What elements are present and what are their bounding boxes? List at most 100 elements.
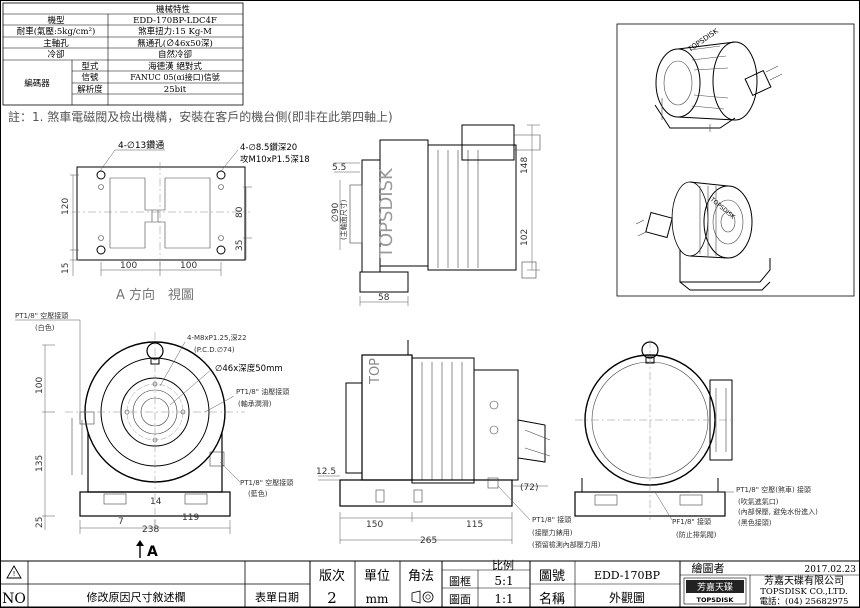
rear-sub2: (內部保壓, 避免水份進入): [738, 507, 818, 516]
company-en: TOPSDISK CO.,LTD.: [760, 587, 847, 597]
view-a-tap-label: 4-∅8.5鑽深20: [240, 142, 297, 153]
side-dim-265: 265: [420, 536, 437, 546]
side-brand: TOP: [368, 358, 383, 385]
front-oil-label: PT1/8" 油壓接頭: [236, 387, 289, 396]
revision-triangle-icon: [6, 565, 22, 579]
spec-table: 機械特性 機型 EDD-170BP-LDC4F 耐車(氣壓:5kg/cm²) 煞…: [2, 2, 244, 106]
face-value: 1:1: [494, 592, 513, 606]
spec-label-model: 機型: [47, 15, 65, 26]
side-pt-sub2: (預留檢測內部壓力用): [532, 540, 601, 549]
name-label: 名稱: [539, 591, 565, 607]
rear-sub1: (吹氣進氣口): [738, 497, 779, 506]
front-dim-135: 135: [35, 455, 45, 472]
view-a-tap-label-2: 攻M10xP1.5深18: [240, 154, 310, 165]
view-a-hole-label: 4-∅13鑽通: [118, 139, 164, 151]
rear-view: PT1/8" 空壓(煞車) 接頭 (吹氣進氣口) (內部保壓, 避免水份進入) …: [574, 340, 818, 539]
drawing-note: 註：1. 煞車電磁閥及檢出機構，安裝在客戶的機台側(即非在此第四軸上): [8, 109, 393, 124]
spec-label-brake: 耐車(氣壓:5kg/cm²): [17, 26, 96, 37]
unit-value: mm: [366, 592, 389, 606]
front-dim-14: 14: [150, 497, 162, 507]
front-m8-label: 4-M8xP1.25,深22: [187, 333, 247, 342]
spec-title: 機械特性: [156, 4, 191, 15]
side-dim-72: (72): [520, 483, 538, 493]
projection-symbol-icon: [411, 590, 434, 604]
unit-label: 單位: [364, 569, 390, 584]
spec-label-encoder: 編碼器: [24, 78, 50, 89]
dwg-no-value: EDD-170BP: [594, 569, 661, 582]
svg-text:!: !: [13, 570, 16, 578]
rear-pf-label: PF1/8" 接頭: [672, 517, 711, 526]
front-air2-label-sub: (藍色): [248, 489, 268, 498]
rear-label: PT1/8" 空壓(煞車) 接頭: [736, 485, 811, 494]
svg-text:TOPSDISK: TOPSDISK: [686, 27, 720, 54]
dwg-no-label: 圖號: [539, 569, 565, 584]
front-arrow-label: A: [147, 544, 158, 560]
logo-text: 芳嘉天碟: [697, 581, 733, 593]
spec-value-bore: 無通孔(∅46x50深): [137, 38, 213, 49]
view-a-dim-80: 80: [235, 206, 245, 218]
side-pt-label: PT1/8" 接頭: [532, 515, 571, 524]
frame-label: 圖框: [449, 575, 471, 588]
iso-view-upper: TOPSDISK: [654, 27, 783, 132]
title-block: ! NO 修改原因尺寸敘述欄 表單日期 版次 2 單位 mm 角法 比例 圖框 …: [0, 558, 860, 608]
front-oil-label-sub: (軸承潤滑): [238, 399, 272, 408]
side-top-view: TOPSDISK 5.5 ∅90 (主軸面尺寸) 148 102 58: [331, 124, 541, 306]
rear-pf-sub: (防止排氣閥): [676, 530, 717, 539]
front-dim-7: 7: [118, 517, 124, 527]
scale-label: 比例: [492, 558, 514, 572]
side-top-brand: TOPSDISK: [376, 167, 397, 259]
spec-enc-value-signal: FANUC 05(αi接口)信號: [130, 72, 219, 82]
rev-symbol: NO: [2, 591, 26, 607]
rear-sub3: (黑色接頭): [738, 518, 772, 527]
version-label: 版次: [319, 568, 345, 584]
logo-en: TOPSDISK: [697, 596, 735, 604]
spec-enc-label-type: 型式: [81, 61, 99, 72]
spec-value-brake: 煞車扭力:15 Kg-M: [138, 26, 212, 37]
side-dim-115: 115: [466, 520, 483, 530]
view-a-dim-100-right: 100: [180, 261, 197, 271]
side-top-dim-148: 148: [520, 157, 530, 174]
spec-enc-value-resolution: 25bit: [164, 85, 187, 95]
svg-text:TOPSDISK: TOPSDISK: [708, 196, 737, 222]
company-logo: 芳嘉天碟 TOPSDISK: [683, 577, 747, 605]
front-dim-238: 238: [142, 525, 159, 535]
name-value: 外觀圖: [609, 591, 645, 605]
side-top-dim-90-note: (主軸面尺寸): [339, 199, 348, 240]
side-dim-125: 12.5: [316, 467, 336, 477]
view-a-caption: A 方向 視圖: [116, 287, 194, 303]
view-a-dim-15: 15: [61, 263, 71, 274]
rev-desc: 修改原因尺寸敘述欄: [87, 590, 186, 604]
spec-value-model: EDD-170BP-LDC4F: [133, 16, 217, 26]
front-air-label: PT1/8" 空壓接頭: [15, 311, 68, 320]
spec-enc-label-signal: 信號: [81, 72, 99, 83]
side-top-dim-58: 58: [378, 293, 390, 303]
front-bore-label: ∅46x深度50mm: [215, 363, 283, 374]
drawer-label: 繪圖者: [692, 561, 725, 575]
frame-value: 5:1: [494, 574, 513, 588]
iso-view-lower: TOPSDISK: [635, 181, 771, 291]
side-pt-sub1: (接壓力錶用): [532, 528, 573, 537]
front-pcd-label: (P.C.D.∅74): [194, 346, 235, 354]
company-name: 芳嘉天碟有限公司: [764, 574, 844, 587]
view-a-dim-100-left: 100: [120, 261, 137, 271]
view-a: 4-∅13鑽通 4-∅8.5鑽深20 攻M10xP1.5深18 120 15 8…: [61, 139, 310, 303]
front-dim-119: 119: [182, 513, 199, 523]
view-a-dim-120: 120: [61, 198, 71, 215]
face-label: 圖面: [449, 593, 471, 606]
spec-label-bore: 主軸孔: [43, 38, 69, 49]
spec-enc-value-type: 海德漢 絕對式: [148, 61, 202, 72]
view-a-dim-35: 35: [235, 240, 245, 251]
side-dim-150: 150: [366, 520, 383, 530]
version-value: 2: [327, 589, 337, 607]
projection-label: 角法: [408, 569, 434, 584]
company-phone: 電話：(04) 25682975: [760, 596, 849, 607]
spec-enc-label-resolution: 解析度: [77, 84, 103, 95]
iso-views: TOPSDISK TOPSDISK: [616, 23, 855, 297]
front-air-label-sub: (白色): [35, 323, 55, 332]
drawing-date: 2017.02.23: [804, 565, 856, 575]
front-dim-100: 100: [35, 377, 45, 394]
side-top-dim-55: 5.5: [332, 163, 346, 173]
front-air2-label: PT1/8" 空壓接頭: [240, 478, 293, 487]
side-top-dim-90: ∅90: [331, 202, 341, 222]
